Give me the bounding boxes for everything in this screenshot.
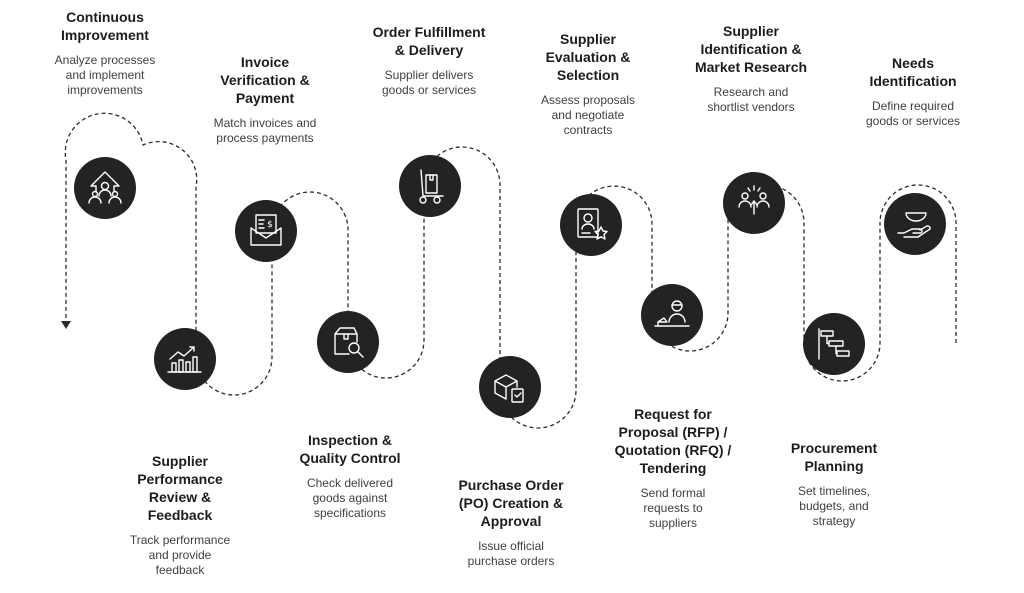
step-request-for-proposal: Request for Proposal (RFP) / Quotation (… [598, 405, 748, 531]
step-supplier-evaluation: Supplier Evaluation & Selection Assess p… [523, 30, 653, 138]
step-description: Supplier delivers goods or services [381, 68, 477, 97]
team-select-icon [738, 185, 770, 215]
step-order-fulfillment: Order Fulfillment & Delivery Supplier de… [359, 23, 499, 98]
node-supplier-evaluation [560, 194, 622, 256]
hand-truck-icon [419, 169, 444, 204]
person-desk-icon [654, 300, 690, 327]
package-search-icon [334, 327, 364, 358]
node-needs-identification [884, 193, 946, 255]
step-description: Check delivered goods against specificat… [306, 476, 394, 520]
svg-text:$: $ [267, 220, 273, 230]
step-title: Invoice Verification & Payment [220, 54, 310, 106]
flow-end-arrow [61, 321, 71, 329]
step-continuous-improvement: Continuous Improvement Analyze processes… [40, 8, 170, 98]
step-title: Purchase Order (PO) Creation & Approval [458, 477, 564, 529]
step-title: Supplier Identification & Market Researc… [694, 23, 808, 75]
step-supplier-performance-review: Supplier Performance Review & Feedback T… [115, 452, 245, 578]
step-title: Supplier Performance Review & Feedback [137, 453, 223, 523]
node-inspection-quality-control [317, 311, 379, 373]
node-procurement-planning [803, 313, 865, 375]
node-purchase-order [479, 356, 541, 418]
step-procurement-planning: Procurement Planning Set timelines, budg… [769, 439, 899, 529]
step-description: Research and shortlist vendors [707, 85, 795, 114]
step-inspection-quality-control: Inspection & Quality Control Check deliv… [285, 431, 415, 521]
node-invoice-verification: $ [235, 200, 297, 262]
step-title: Procurement Planning [790, 440, 878, 474]
step-title: Order Fulfillment & Delivery [372, 24, 486, 58]
gantt-chart-icon [818, 328, 850, 360]
step-description: Match invoices and process payments [213, 116, 317, 145]
step-description: Define required goods or services [865, 99, 961, 128]
step-title: Supplier Evaluation & Selection [545, 31, 631, 83]
hand-bowl-icon [897, 212, 931, 238]
growth-chart-icon [167, 346, 202, 373]
step-description: Send formal requests to suppliers [640, 486, 706, 530]
step-title: Inspection & Quality Control [299, 432, 401, 466]
step-invoice-verification: Invoice Verification & Payment Match inv… [200, 53, 330, 146]
step-title: Continuous Improvement [61, 9, 149, 43]
invoice-envelope-icon: $ [250, 214, 282, 246]
step-description: Assess proposals and negotiate contracts [540, 93, 636, 137]
step-needs-identification: Needs Identification Define required goo… [848, 54, 978, 129]
step-title: Request for Proposal (RFP) / Quotation (… [614, 406, 732, 476]
node-supplier-identification [723, 172, 785, 234]
step-description: Track performance and provide feedback [129, 533, 231, 577]
node-order-fulfillment [399, 155, 461, 217]
certificate-star-icon [577, 208, 608, 240]
step-title: Needs Identification [869, 55, 957, 89]
node-continuous-improvement [74, 157, 136, 219]
step-description: Issue official purchase orders [467, 539, 555, 568]
step-purchase-order: Purchase Order (PO) Creation & Approval … [446, 476, 576, 569]
step-description: Analyze processes and implement improvem… [54, 53, 156, 97]
box-order-icon [494, 374, 524, 403]
step-supplier-identification: Supplier Identification & Market Researc… [681, 22, 821, 115]
node-request-for-proposal [641, 284, 703, 346]
step-description: Set timelines, budgets, and strategy [797, 484, 871, 528]
node-supplier-performance-review [154, 328, 216, 390]
improvement-arrows-icon [88, 171, 122, 204]
